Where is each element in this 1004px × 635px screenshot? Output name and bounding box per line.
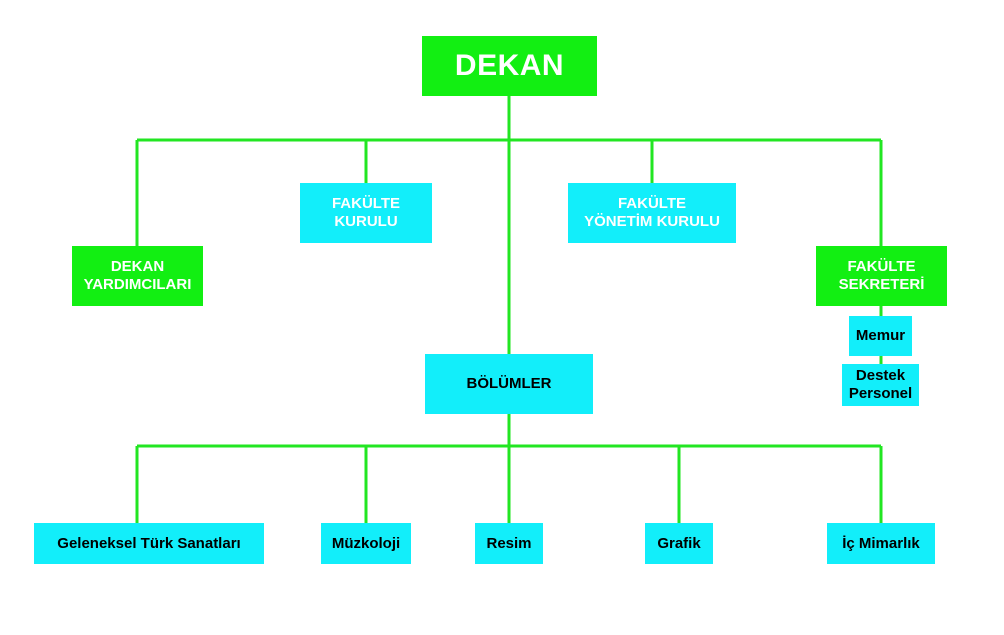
dept-label-1: Geleneksel Türk Sanatları	[57, 534, 241, 552]
node-bolumler: BÖLÜMLER	[425, 354, 593, 414]
node-dept-geleneksel-turk-sanatlari: Geleneksel Türk Sanatları	[34, 523, 264, 564]
node-bolumler-label: BÖLÜMLER	[466, 375, 552, 392]
node-dekan-label: DEKAN	[454, 49, 565, 82]
node-dekan-yardimcilari: DEKAN YARDIMCILARI	[72, 246, 203, 306]
node-memur: Memur	[849, 316, 912, 356]
node-dept-resim: Resim	[475, 523, 543, 564]
node-destek-personel-line1: Destek	[855, 367, 906, 384]
node-fakulte-yonetim-kurulu-line1: FAKÜLTE	[617, 195, 687, 212]
node-fakulte-sekreteri: FAKÜLTE SEKRETERİ	[816, 246, 947, 306]
node-dept-grafik: Grafik	[645, 523, 713, 564]
dept-label-5: İç Mimarlık	[842, 534, 920, 552]
dept-label-4: Grafik	[657, 534, 701, 552]
node-dekan: DEKAN	[422, 36, 597, 96]
node-dept-ic-mimarlik: İç Mimarlık	[827, 523, 935, 564]
node-memur-label: Memur	[855, 327, 906, 344]
node-fakulte-kurulu-line1: FAKÜLTE	[331, 195, 401, 212]
node-dept-muzkoloji: Müzkoloji	[321, 523, 411, 564]
node-fakulte-yonetim-kurulu: FAKÜLTE YÖNETİM KURULU	[568, 183, 736, 243]
dept-label-3: Resim	[486, 534, 532, 552]
node-fakulte-sekreteri-line1: FAKÜLTE	[847, 258, 916, 275]
node-fakulte-kurulu: FAKÜLTE KURULU	[300, 183, 432, 243]
node-destek-personel-line2: Personel	[848, 385, 913, 402]
node-fakulte-kurulu-line2: KURULU	[334, 213, 398, 230]
node-fakulte-sekreteri-line2: SEKRETERİ	[838, 276, 925, 293]
node-dekan-yardimcilari-line1: DEKAN	[110, 258, 165, 275]
node-fakulte-yonetim-kurulu-line2: YÖNETİM KURULU	[584, 213, 720, 230]
dept-label-2: Müzkoloji	[331, 534, 401, 552]
node-dekan-yardimcilari-line2: YARDIMCILARI	[83, 276, 192, 293]
node-destek-personel: Destek Personel	[842, 364, 919, 406]
